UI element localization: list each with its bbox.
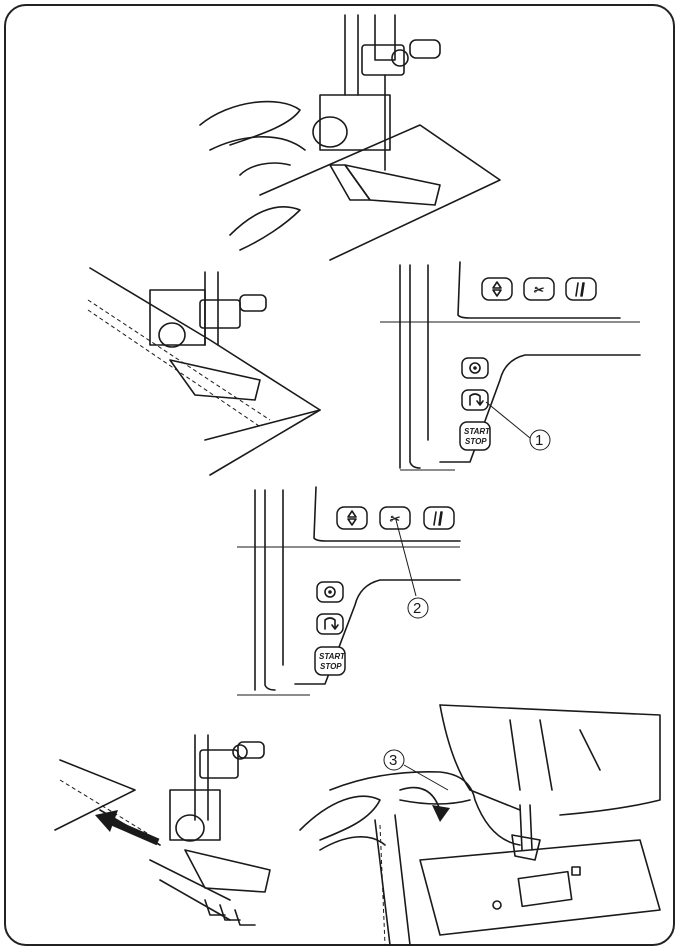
figure-control-panel-1: ✂ START STOP 1 [380, 262, 640, 470]
reverse-icon-2[interactable] [317, 614, 343, 634]
figure-foot-corner [88, 268, 320, 475]
start-label-2: START [319, 652, 346, 661]
figure-hands-guiding-fabric [200, 15, 500, 260]
figure-control-panel-2: ✂ START STOP 2 [237, 487, 460, 695]
stop-label-text: STOP [465, 437, 487, 446]
callout-1: 1 [535, 432, 543, 449]
stop-label-2: STOP [320, 662, 342, 671]
arrow-icon [95, 810, 158, 842]
callout-3: 3 [389, 752, 397, 769]
reverse-icon[interactable] [462, 390, 488, 410]
figure-threading: 3 [300, 705, 660, 945]
callout-2: 2 [413, 600, 421, 617]
figure-pull-fabric [55, 735, 270, 925]
start-label: START [464, 427, 491, 436]
